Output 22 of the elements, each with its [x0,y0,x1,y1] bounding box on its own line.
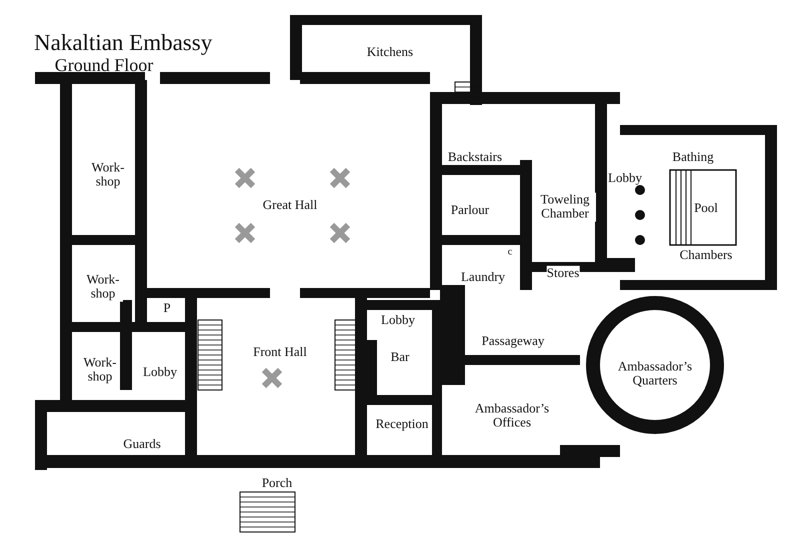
floor-subtitle: Ground Floor [54,56,154,76]
room-label: Lobby [608,170,642,186]
room-label: Guards [123,436,161,452]
room-label: Porch [262,476,292,490]
room-label: Backstairs [448,150,502,164]
room-label: Stores [546,266,580,280]
plan-title: Nakaltian Embassy [34,30,212,56]
room-label: Ambassador’s Quarters [605,360,705,388]
room-label: Laundry [460,270,506,284]
room-label: Lobby [143,364,177,380]
room-label: Great Hall [262,198,318,212]
room-label: Parlour [450,202,490,218]
room-label: Passageway [482,334,544,348]
room-label: Kitchens [366,44,414,60]
room-label: Bar [390,350,410,364]
room-label: c [508,246,512,258]
room-label: Chambers [680,248,732,262]
room-label: Bathing [672,150,714,164]
room-label: Lobby [381,312,415,328]
room-label: Reception [376,416,428,432]
room-label: Front Hall [253,344,307,360]
room-label: Pool [694,200,718,216]
